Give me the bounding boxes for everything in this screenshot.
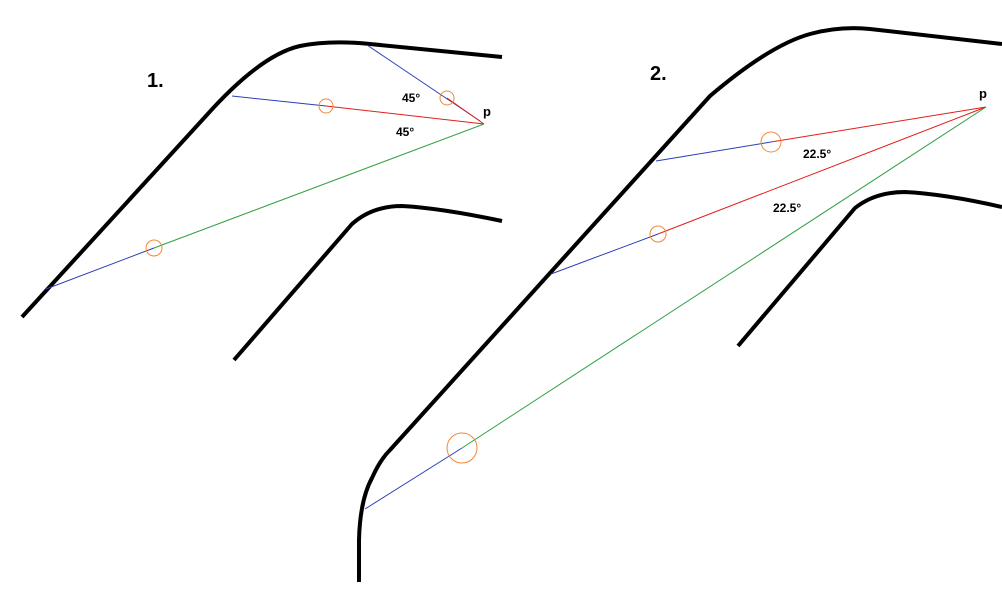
panel-2-number: 2.: [650, 63, 667, 85]
panel-1-lower-ray: [153, 123, 485, 249]
panel-2-outer-wall: [357, 26, 1002, 582]
panel-2-circle-lower: [446, 432, 478, 464]
panel-1-point-label: p: [483, 104, 491, 119]
panel-2-upper-blue-ray: [655, 141, 772, 162]
panel-1-center-ray: [325, 105, 485, 125]
panel-1-circle-lower: [145, 239, 163, 257]
panel-1: 1. 45° 45° p: [20, 40, 503, 362]
panel-1-lower-blue-ray: [45, 247, 155, 290]
panel-1-center-ray-upper: [446, 97, 485, 125]
panel-1-angle-lower: 45°: [396, 125, 414, 139]
panel-2-inner-wall: [736, 190, 1002, 348]
panel-1-circle-upper: [439, 90, 455, 106]
panel-1-outer-wall: [20, 40, 503, 319]
panel-2-upper-ray: [770, 106, 987, 143]
panel-2-lower-blue-ray: [364, 447, 463, 510]
panel-2-angle-lower: 22.5°: [773, 201, 801, 215]
panel-2-mid-blue-ray: [550, 233, 659, 275]
panel-1-angle-upper: 45°: [402, 91, 420, 105]
panel-1-circle-mid: [318, 98, 334, 114]
panel-1-mid-blue-ray: [231, 95, 327, 107]
panel-2-angle-upper: 22.5°: [803, 147, 831, 161]
panel-1-number: 1.: [147, 70, 164, 92]
panel-2-lower-ray: [461, 106, 987, 449]
panel-2: 2. 22.5° 22.5° p: [357, 26, 1002, 582]
panel-2-center-ray: [657, 106, 987, 235]
panel-2-circle-mid: [649, 225, 667, 243]
panel-2-circle-upper: [760, 131, 782, 153]
panel-2-point-label: p: [979, 86, 987, 101]
panel-1-inner-wall: [232, 204, 503, 362]
